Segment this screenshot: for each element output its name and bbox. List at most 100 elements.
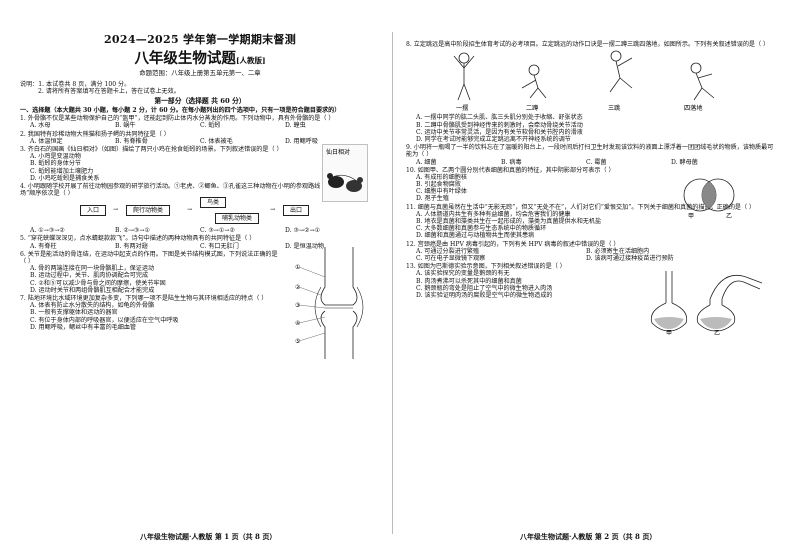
option-c: C. 体表被毛 [200,137,233,145]
option-a: A. 体温恒定 [30,137,63,145]
edition-label: [人教版] [235,55,266,65]
question-2: 2. 我国特有珍稀动物大熊猫和扬子鳄的共同特征是（ ） A. 体温恒定 B. 有… [20,131,380,145]
option-b: B. 二蹲中骨骼肌受到神经传来的刺激时，会牵动骨绕关节活动 [416,121,583,129]
option-b: B. 蜗牛 [115,122,136,130]
option-b: B. 必须寄生在活细胞内 [586,247,650,255]
section-1-heading: 一、选择题（本大题共 30 小题，每小题 2 分，计 60 分。在每小题列出的四… [20,107,341,115]
option-a: A. 有脊柱 [30,242,57,250]
knee-joint-diagram: ① ② ③ ④ ⑤ [295,246,364,359]
option-b: B. 运动过程中，关节、肌肉协调配合可完成 [30,272,149,280]
option-c: C. 霉菌 [586,158,607,166]
venn-label-jia: 甲 [688,213,694,219]
question-2-options: A. 体温恒定 B. 有脊椎骨 C. 体表被毛 D. 用鳃呼吸 [20,138,380,145]
jump-step-3: 三跳 [608,104,620,112]
question-4-stem: 4. 小明跟随学校开展了前往动物园参观的研学旅行活动。①老虎、②鲫鱼、③孔雀这三… [20,182,367,198]
question-12-options-row1: A. 可通过分裂进行繁殖 B. 必须寄生在活细胞内 [406,248,778,255]
option-a: A. 小鸡是变温动物 [30,153,81,161]
option-d: D. 该实验证明肉汤的腐败是空气中的微生物造成的 [416,291,553,299]
question-12: 12. 宫颈癌是由 HPV 病毒引起的，下列有关 HPV 病毒的叙述中错误的是（… [406,241,778,263]
question-5: 5. “穿花蛱蝶深深见，点水蜻蜓款款飞”。诗句中描述的两种动物具有的共同特征是（… [20,235,380,249]
question-3: 3. 齐白石的国画《仙日相对》（如图）描绘了两只小鸡在抢食蚯蚓的场景。下列叙述错… [20,144,380,202]
subject-title-text: 八年级生物试题 [134,49,236,67]
option-d: D. 酵母菌 [671,158,698,166]
option-a: A. 水母 [30,122,51,130]
question-12-stem: 12. 宫颈癌是由 HPV 病毒引起的，下列有关 HPV 病毒的叙述中错误的是（… [406,240,620,248]
question-12-options-row2: C. 可在电子显微镜下观察 D. 该病可通过接种疫苗进行预防 [406,255,778,262]
question-6: 6. 关节是能活动的骨连结，在运动中起支点的作用。下图是关节结构模式图，下列说法… [20,246,380,359]
option-b: B. 有脊椎骨 [115,137,148,145]
question-11: 11. 细菌与真菌虽然在生活中“无影无踪”，但又“无处不在”，人们对它们“爱恨交… [406,204,778,240]
question-11-stem: 11. 细菌与真菌虽然在生活中“无影无踪”，但又“无处不在”，人们对它们“爱恨交… [406,203,756,211]
question-9-stem: 9. 小明将一瓶喝了一半的饮料忘在了温暖的阳台上，一段时间后打扫卫生时发现该饮料… [406,144,774,159]
question-9: 9. 小明将一瓶喝了一半的饮料忘在了温暖的阳台上，一段时间后打扫卫生时发现该饮料… [406,144,778,166]
option-a: A. 可通过分裂进行繁殖 [416,247,480,255]
question-4: 4. 小明跟随学校开展了前往动物园参观的研学旅行活动。①老虎、②鲫鱼、③孔雀这三… [20,183,380,235]
question-1-stem: 1. 外骨骼不仅是某些动物保护自己的“盔甲”，还能起到防止体内水分蒸发的作用。下… [20,115,335,123]
option-d: D. 同学在考试时能够完成立定跳远离不开神经系统的调节 [416,135,571,143]
route-exit: 出口 [283,205,310,217]
option-d: D. 细菌和真菌通过与动植物共生而使其患病 [416,232,535,240]
question-1-options: A. 水母 B. 蜗牛 C. 蚯蚓 D. 蝗虫 [20,122,380,129]
page-2: 8. 立定跳远是高中阶段招生体育考试的必考项目。立定跳远的动作口诀是一摆二蹲三跳… [394,0,794,553]
pasteur-flask-diagram: 甲 乙 [650,271,763,335]
option-d: D. 运动时关节和两组骨骼肌互相配合才能完成 [30,286,155,294]
option-c: C. 可在电子显微镜下观察 [416,254,486,262]
zoo-route-diagram: 入口 → 爬行动物类 → 鸟类 哺乳动物类 → 出口 [80,197,380,227]
option-b: B. 肉汤煮沸可以杀死其中的细菌和真菌 [416,277,522,285]
page-divider [392,32,393,534]
option-a: A. 人体肠道内共生有多种有益细菌，均会危害我们的健康 [416,210,571,218]
route-entrance: 入口 [80,205,107,217]
exam-scope: 命题范围：八年级上册第五单元第一、二章 [139,69,261,78]
jump-step-2: 二蹲 [526,104,538,112]
question-10-stem: 10. 如图甲、乙两个圆分别代表细菌和真菌的特征，其中阴影部分可表示（ ） [406,166,615,174]
option-b: B. 地衣是真菌和藻类共生在一起形成的，藻类为真菌提供水和无机盐 [416,218,602,225]
jump-step-1: 一摆 [456,104,468,112]
part1-heading: 第一部分（选择题 共 60 分） [154,97,246,105]
question-7: 7. 陆地环境比水域环境更加复杂多变，下列哪一项不是陆生生物与其环境相适应的特点… [20,295,380,331]
option-c: C. ③→①→② [200,227,235,235]
option-c: C. 运动中关节非常灵活，是因为有关节软骨和关节腔内的滑液 [416,128,583,136]
painting-caption: 仙日相对 [326,148,350,156]
instruction-2: 2. 请将所有答案填写在答题卡上，答在试卷上无效。 [38,87,180,95]
route-birds: 鸟类 [200,197,227,209]
footer-page-1: 八年级生物试题·人教版 第 1 页（共 8 页） [140,531,277,541]
question-9-options: A. 细菌 B. 病毒 C. 霉菌 D. 酵母菌 [406,159,778,166]
option-b: B. 病毒 [501,158,522,166]
footer-page-2: 八年级生物试题·人教版 第 2 页（共 8 页） [520,531,657,541]
joint-label-3: ③ [295,302,300,309]
chicken-painting-image: 仙日相对 [322,144,368,202]
option-b: B. 一般有支撑躯体和运动的器官 [30,309,118,317]
option-d: D. 孢子生殖 [416,195,449,203]
option-b: B. ②→③→① [115,227,150,235]
option-c: C. 鹅颈瓶的弯处是阻止了空气中的微生物进入肉汤 [416,284,553,292]
question-13: 13. 如图为巴斯德实验示意图，下列相关叙述错误的是（ ） A. 该实验探究的变… [406,263,778,335]
option-b: B. 引起食物腐败 [416,181,461,189]
instruction-1: 说明：1. 本试卷共 8 页，满分 100 分。 [20,80,131,88]
page-1: 2024—2025 学年第一学期期末督测 八年级生物试题[人教版] 命题范围：八… [0,0,392,553]
question-7-stem: 7. 陆地环境比水域环境更加复杂多变，下列哪一项不是陆生生物与其环境相适应的特点… [20,294,268,302]
question-4-options: A. ①→③→② B. ②→③→① C. ③→①→② D. ③→②→① [20,227,380,234]
option-d: D. 是恒温动物 [285,242,325,250]
option-a: A. 有成形的细胞核 [416,173,467,181]
option-a: A. 一摆中同学的肱二头肌、肱三头肌分别处于收缩、舒张状态 [416,114,583,122]
option-c: C. ②和⑤可以减少骨与骨之间的摩擦，使关节牢固 [30,279,166,287]
flask-label-jia: 甲 [666,330,672,335]
option-d: D. 用鳃呼吸，鳃丝中有丰富的毛细血管 [30,323,137,331]
option-a: A. 体表有防止水分散失的结构，如龟的外骨骼 [30,302,155,310]
option-c: C. 细胞中有叶绿体 [416,188,467,196]
exam-title: 2024—2025 学年第一学期期末督测 [103,33,297,46]
option-c: C. 有口无肛门 [200,242,239,250]
option-d: D. 该病可通过接种疫苗进行预防 [586,254,674,262]
option-d: D. ③→②→① [285,227,321,235]
route-mammals: 哺乳动物类 [215,213,260,225]
long-jump-figure: 一摆 二蹲 三跳 四落地 [453,50,715,112]
venn-label-yi: 乙 [726,213,732,219]
question-8: 8. 立定跳远是高中阶段招生体育考试的必考项目。立定跳远的动作口诀是一摆二蹲三跳… [406,41,778,143]
question-1: 1. 外骨骼不仅是某些动物保护自己的“盔甲”，还能起到防止体内水分蒸发的作用。下… [20,115,380,129]
question-8-stem: 8. 立定跳远是高中阶段招生体育考试的必考项目。立定跳远的动作口诀是一摆二蹲三跳… [406,41,770,48]
question-5-options: A. 有脊柱 B. 有两对翅 C. 有口无肛门 D. 是恒温动物 [20,243,380,250]
instructions: 说明：1. 本试卷共 8 页，满分 100 分。 2. 请将所有答案填写在答题卡… [20,81,380,95]
option-d: D. 蝗虫 [285,122,306,130]
jump-step-4: 四落地 [684,104,703,112]
option-a: A. 骨的两端连接在同一块骨骼肌上，保证运动 [30,265,155,273]
